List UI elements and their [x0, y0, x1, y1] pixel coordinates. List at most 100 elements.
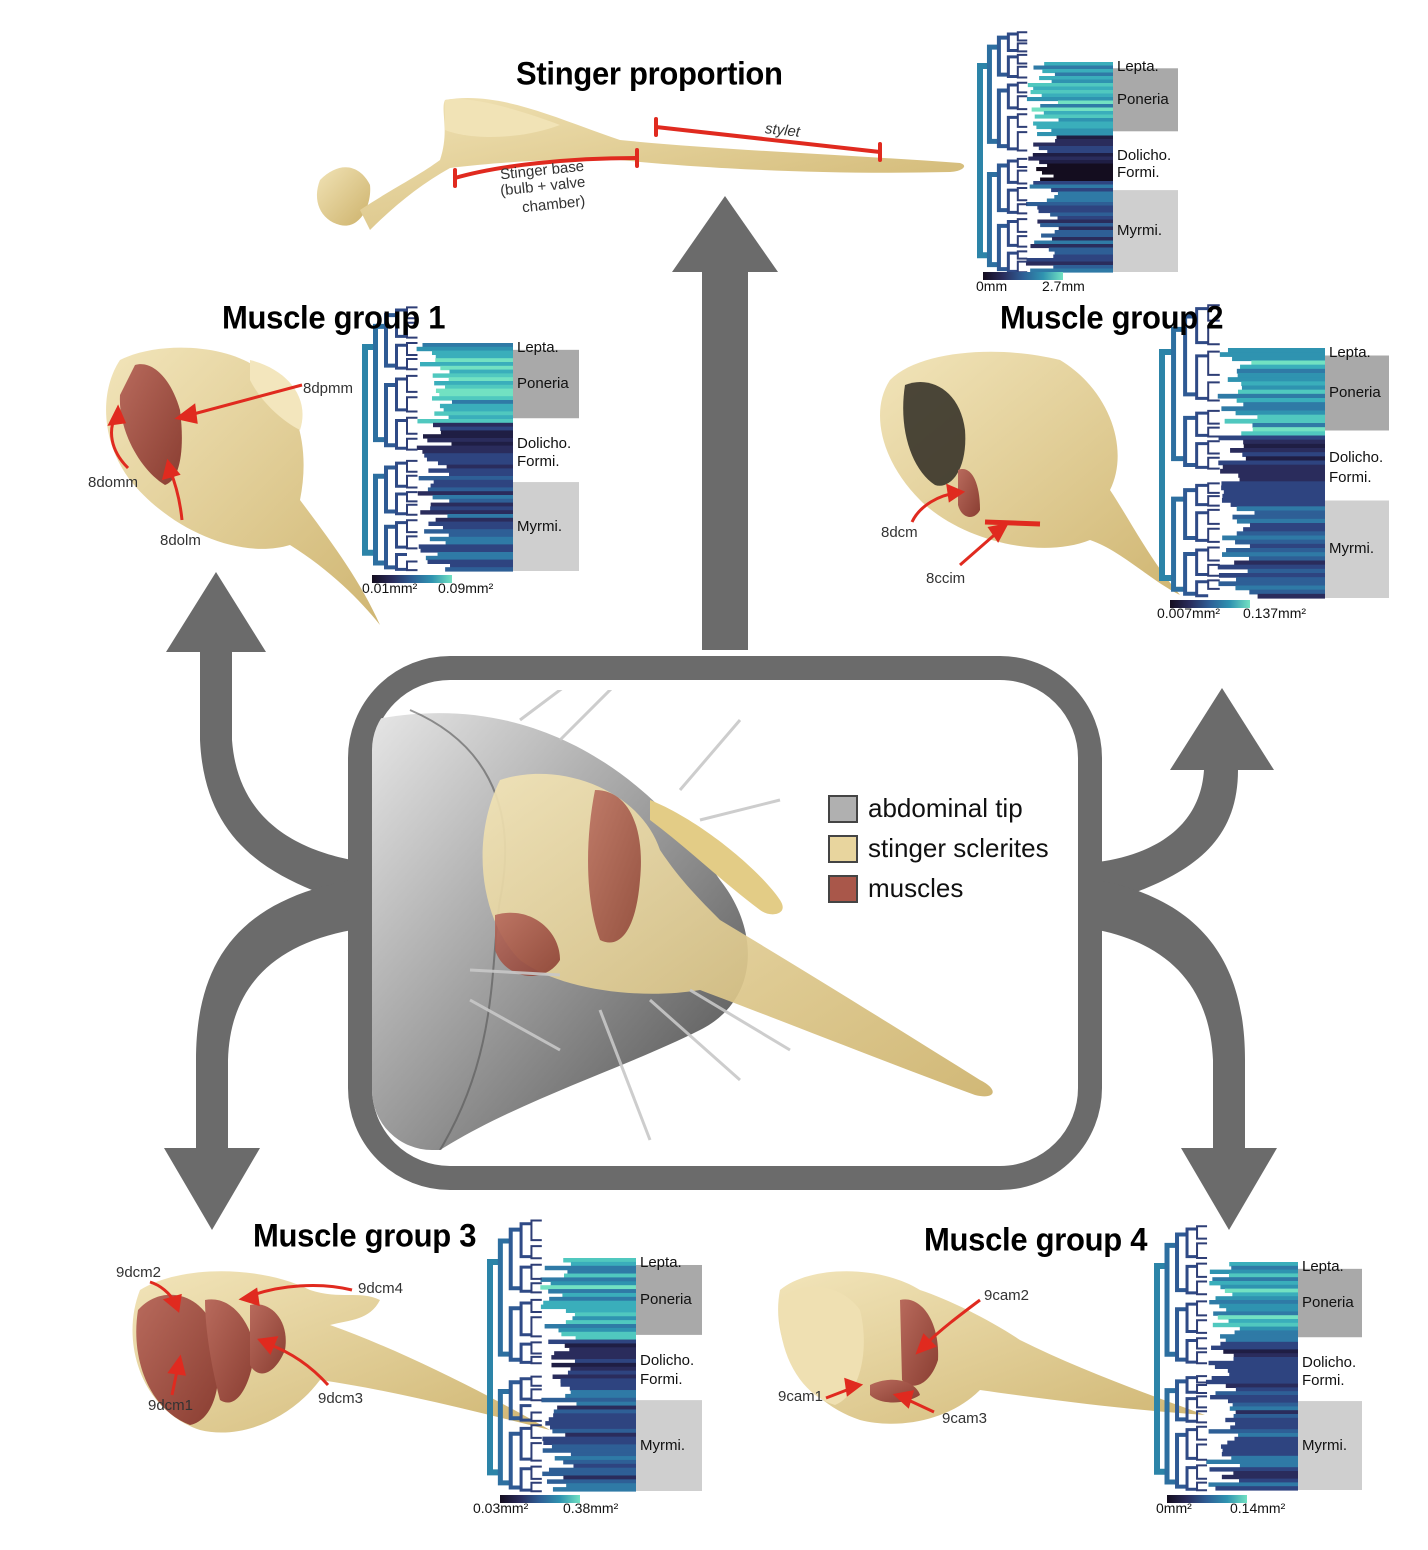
clade-label: Myrmi.: [1302, 1436, 1347, 1454]
tree-branch: [1016, 235, 1028, 248]
heat-row: [1220, 1284, 1298, 1290]
heat-row: [1054, 72, 1113, 77]
group2-scale-max: 0.137mm²: [1243, 605, 1307, 621]
group1-scale-min: 0.01mm²: [362, 580, 418, 596]
arrow-up-shaft: [702, 270, 748, 650]
stinger-annotations: [453, 117, 882, 188]
heat-row: [544, 1265, 636, 1271]
heat-row: [1238, 1433, 1298, 1438]
legend-swatch-abdominal: [828, 794, 858, 823]
heat-row: [425, 555, 513, 561]
heat-row: [1040, 223, 1113, 228]
tree-branch: [1196, 1262, 1208, 1278]
heat-row: [1225, 1338, 1298, 1343]
heat-row: [1222, 493, 1325, 499]
group4-annotations: [825, 1298, 981, 1414]
heat-row: [1036, 167, 1113, 172]
heat-row: [1037, 205, 1113, 210]
arrow-up-left-shaft: [200, 640, 352, 905]
tree-branch: [519, 1222, 532, 1259]
heat-row: [1227, 1398, 1298, 1404]
heat-row: [1249, 543, 1325, 549]
tree-branch: [1185, 1376, 1198, 1394]
heat-row: [567, 1370, 636, 1376]
tree-branch: [530, 1424, 542, 1439]
arrow-up-left-head: [166, 572, 266, 652]
label-9cam1: 9cam1: [778, 1388, 824, 1405]
heat-row: [1219, 352, 1325, 357]
tree-branch: [508, 1306, 522, 1362]
heat-row: [440, 365, 513, 371]
tree-branch: [406, 341, 418, 356]
heat-row: [564, 1343, 636, 1348]
tree-branch: [530, 1481, 542, 1493]
tree-branch: [1195, 354, 1209, 400]
tree-branch: [1196, 1425, 1208, 1441]
heat-row: [433, 479, 513, 485]
heat-row: [1243, 443, 1325, 449]
label-8domm: 8domm: [88, 474, 139, 491]
tree-branch: [996, 163, 1009, 213]
heat-row: [1209, 1269, 1298, 1274]
heat-row: [1236, 506, 1325, 512]
heat-row: [1249, 523, 1325, 528]
group3-title: Muscle group 3: [253, 1217, 477, 1254]
tree-branch: [1196, 1410, 1208, 1424]
heat-row: [1044, 62, 1113, 67]
heat-row: [1026, 202, 1113, 207]
heat-row: [1252, 427, 1325, 432]
label-9cam2: 9cam2: [984, 1287, 1030, 1304]
heat-row: [1229, 1406, 1298, 1411]
heat-row: [1051, 188, 1113, 193]
heat-row: [1058, 118, 1113, 123]
tree-branch: [1016, 250, 1028, 260]
heat-row: [1222, 552, 1325, 557]
heat-row: [1032, 153, 1113, 158]
heat-row: [565, 1308, 636, 1313]
stylet-label: stylet: [764, 120, 801, 141]
label-8dpmm: 8dpmm: [303, 380, 354, 397]
heat-row: [1236, 531, 1325, 537]
tree-branch: [530, 1219, 542, 1242]
heat-row: [1234, 1436, 1298, 1442]
heat-row: [1219, 1303, 1298, 1309]
heat-row: [449, 369, 513, 374]
tree-branch: [1185, 1302, 1198, 1334]
heat-row: [423, 434, 513, 439]
heat-row: [1027, 83, 1113, 88]
heat-row: [1221, 1474, 1298, 1480]
tree-branch: [530, 1282, 542, 1294]
tree-branch: [395, 377, 407, 412]
heat-row: [1041, 170, 1113, 175]
heat-row: [1208, 1429, 1298, 1434]
tree-branch: [1175, 1307, 1188, 1362]
heat-row: [1214, 1364, 1298, 1369]
heat-row: [1213, 1311, 1298, 1316]
heat-row: [1239, 1463, 1298, 1468]
group3-scale-max: 0.38mm²: [563, 1500, 619, 1516]
heat-row: [430, 506, 513, 511]
tree-branch: [497, 1238, 511, 1357]
heat-row: [552, 1487, 636, 1492]
heat-row: [553, 1413, 636, 1418]
heat-row: [1233, 1357, 1298, 1362]
heat-row: [1220, 468, 1325, 474]
heat-row: [563, 1258, 636, 1263]
heat-row: [1218, 573, 1325, 578]
heat-row: [1215, 1391, 1298, 1396]
tree-branch: [1207, 350, 1220, 376]
heat-row: [1236, 518, 1325, 524]
heat-row: [432, 396, 513, 401]
heat-row: [551, 1444, 636, 1449]
heat-row: [551, 1355, 636, 1360]
heat-row: [427, 559, 513, 564]
label-8dolm: 8dolm: [160, 532, 201, 549]
tree-branch: [1185, 1397, 1198, 1423]
tree-branch: [1006, 220, 1018, 247]
heat-row: [1054, 251, 1113, 256]
tree-branch: [406, 374, 418, 393]
tree-branch: [1196, 1383, 1208, 1395]
heat-row: [1220, 1341, 1298, 1347]
heat-row: [1235, 585, 1325, 591]
heat-row: [417, 419, 513, 424]
